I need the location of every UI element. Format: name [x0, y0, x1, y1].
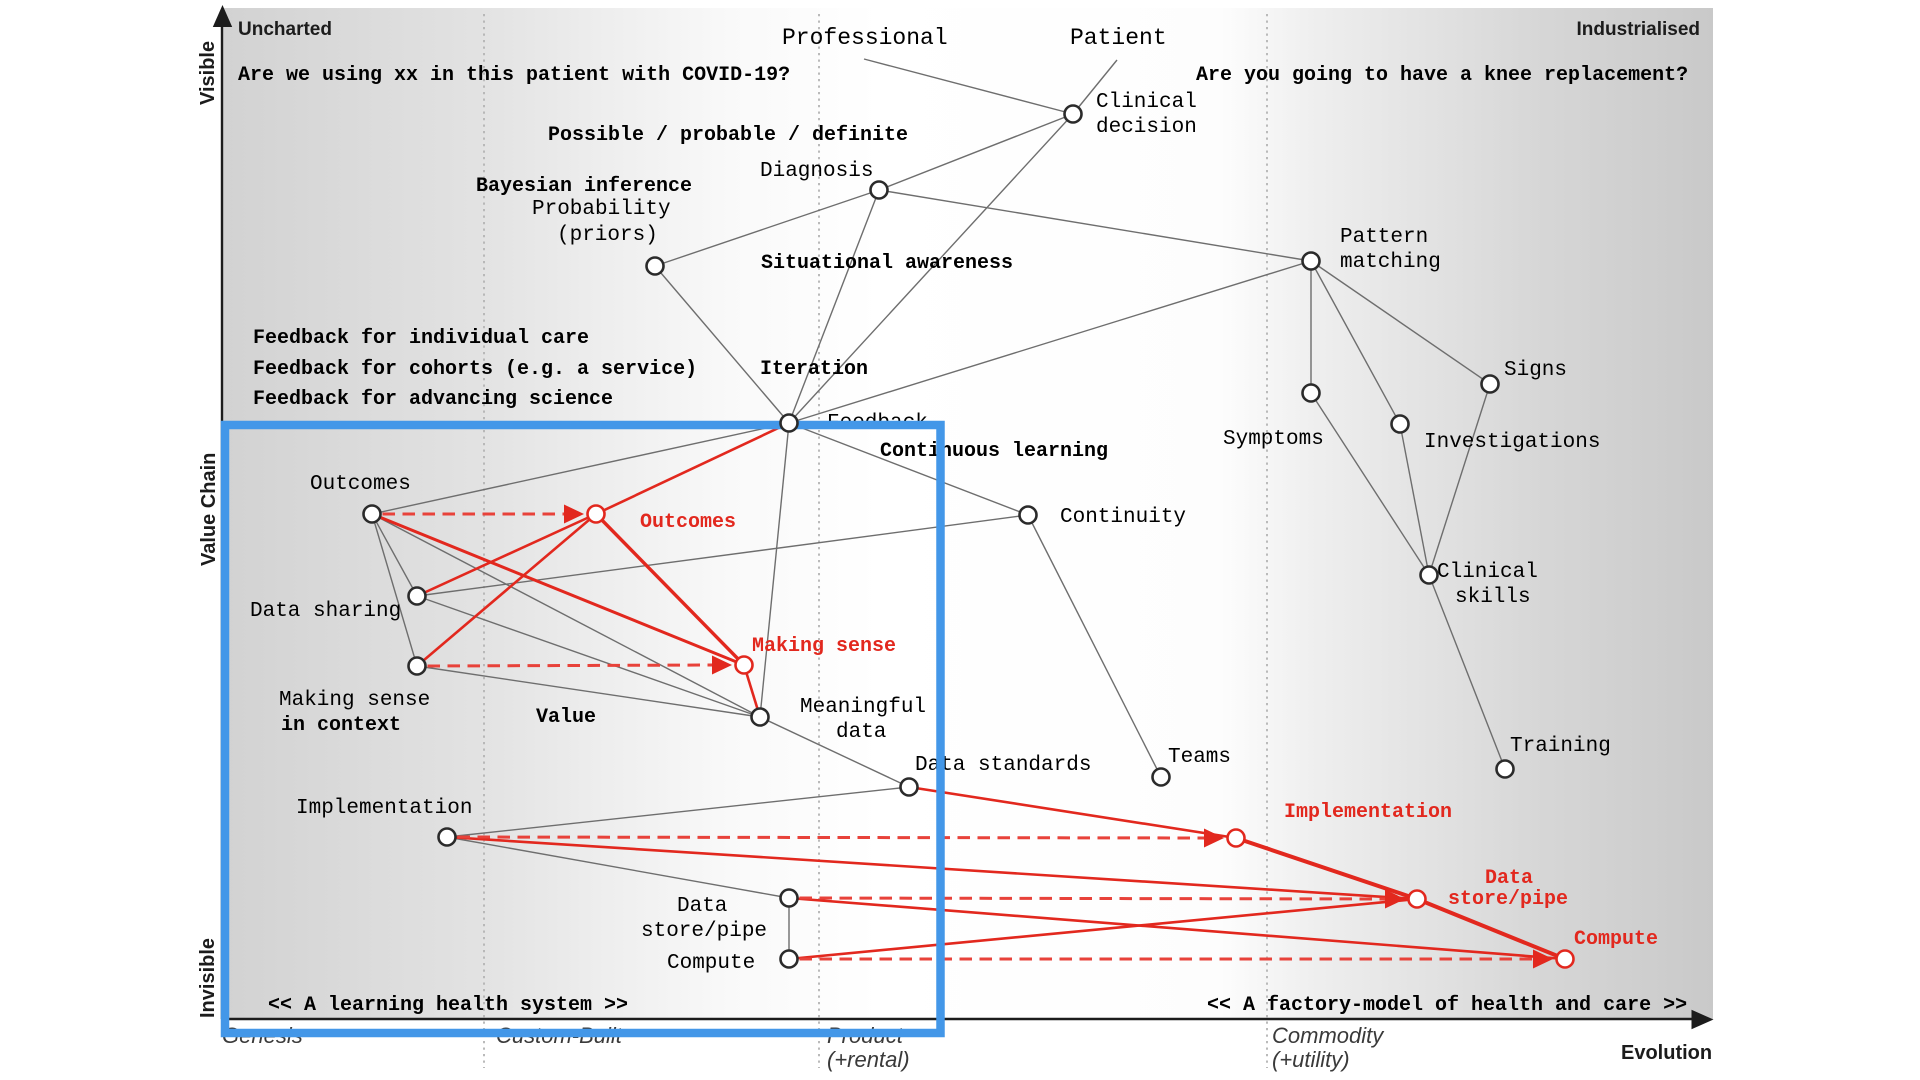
svg-text:(+rental): (+rental) — [827, 1047, 910, 1072]
svg-text:Diagnosis: Diagnosis — [760, 160, 873, 183]
svg-text:Continuous learning: Continuous learning — [880, 440, 1108, 463]
svg-text:Data sharing: Data sharing — [250, 600, 401, 623]
svg-text:Making sense: Making sense — [752, 635, 896, 658]
svg-text:in context: in context — [281, 714, 401, 737]
svg-text:Making sense: Making sense — [279, 689, 430, 712]
svg-text:data: data — [836, 721, 886, 744]
svg-text:<< A factory-model of health a: << A factory-model of health and care >> — [1207, 994, 1687, 1017]
svg-text:Implementation: Implementation — [296, 797, 472, 820]
svg-text:Industrialised: Industrialised — [1576, 19, 1700, 40]
svg-text:Probability: Probability — [532, 198, 671, 221]
svg-text:matching: matching — [1340, 251, 1441, 274]
svg-text:Investigations: Investigations — [1424, 431, 1600, 454]
svg-text:Situational awareness: Situational awareness — [761, 252, 1013, 275]
svg-text:Data standards: Data standards — [915, 754, 1091, 777]
svg-text:Meaningful: Meaningful — [800, 696, 926, 719]
svg-text:Evolution: Evolution — [1621, 1042, 1712, 1064]
svg-text:Iteration: Iteration — [760, 358, 868, 381]
svg-text:Implementation: Implementation — [1284, 801, 1452, 824]
svg-text:store/pipe: store/pipe — [1448, 888, 1568, 911]
svg-text:decision: decision — [1096, 116, 1197, 139]
svg-text:Possible / probable / definite: Possible / probable / definite — [548, 124, 908, 147]
svg-text:Clinical: Clinical — [1437, 561, 1538, 584]
svg-text:Continuity: Continuity — [1060, 506, 1186, 529]
svg-text:Outcomes: Outcomes — [310, 473, 411, 496]
svg-text:Bayesian inference: Bayesian inference — [476, 175, 692, 198]
svg-text:Value Chain: Value Chain — [198, 453, 220, 566]
svg-text:Data: Data — [677, 895, 727, 918]
svg-text:Are we using xx in this patien: Are we using xx in this patient with COV… — [238, 64, 790, 87]
svg-text:Signs: Signs — [1504, 359, 1567, 382]
svg-text:<< A learning health system >>: << A learning health system >> — [268, 994, 628, 1017]
svg-text:skills: skills — [1455, 586, 1531, 609]
svg-text:Invisible: Invisible — [197, 938, 219, 1018]
svg-text:Uncharted: Uncharted — [238, 19, 332, 40]
svg-text:Commodity: Commodity — [1272, 1023, 1385, 1048]
svg-text:Training: Training — [1510, 735, 1611, 758]
svg-text:Pattern: Pattern — [1340, 226, 1428, 249]
svg-text:Outcomes: Outcomes — [640, 511, 736, 534]
svg-text:Feedback for cohorts (e.g. a s: Feedback for cohorts (e.g. a service) — [253, 358, 697, 381]
svg-text:Value: Value — [536, 706, 596, 729]
svg-text:Visible: Visible — [197, 41, 219, 105]
svg-text:Symptoms: Symptoms — [1223, 428, 1324, 451]
svg-text:Clinical: Clinical — [1096, 91, 1197, 114]
svg-text:(+utility): (+utility) — [1272, 1047, 1350, 1072]
svg-text:Data: Data — [1485, 867, 1533, 890]
svg-text:Patient: Patient — [1070, 25, 1167, 51]
svg-text:Are you going to have a knee r: Are you going to have a knee replacement… — [1196, 64, 1688, 87]
svg-text:Feedback for individual care: Feedback for individual care — [253, 327, 589, 350]
svg-text:Compute: Compute — [667, 952, 755, 975]
svg-text:Professional: Professional — [782, 25, 948, 51]
svg-text:Feedback for advancing science: Feedback for advancing science — [253, 388, 613, 411]
svg-text:Teams: Teams — [1168, 746, 1231, 769]
svg-text:Compute: Compute — [1574, 928, 1658, 951]
svg-text:store/pipe: store/pipe — [641, 920, 767, 943]
svg-text:(priors): (priors) — [557, 224, 658, 247]
